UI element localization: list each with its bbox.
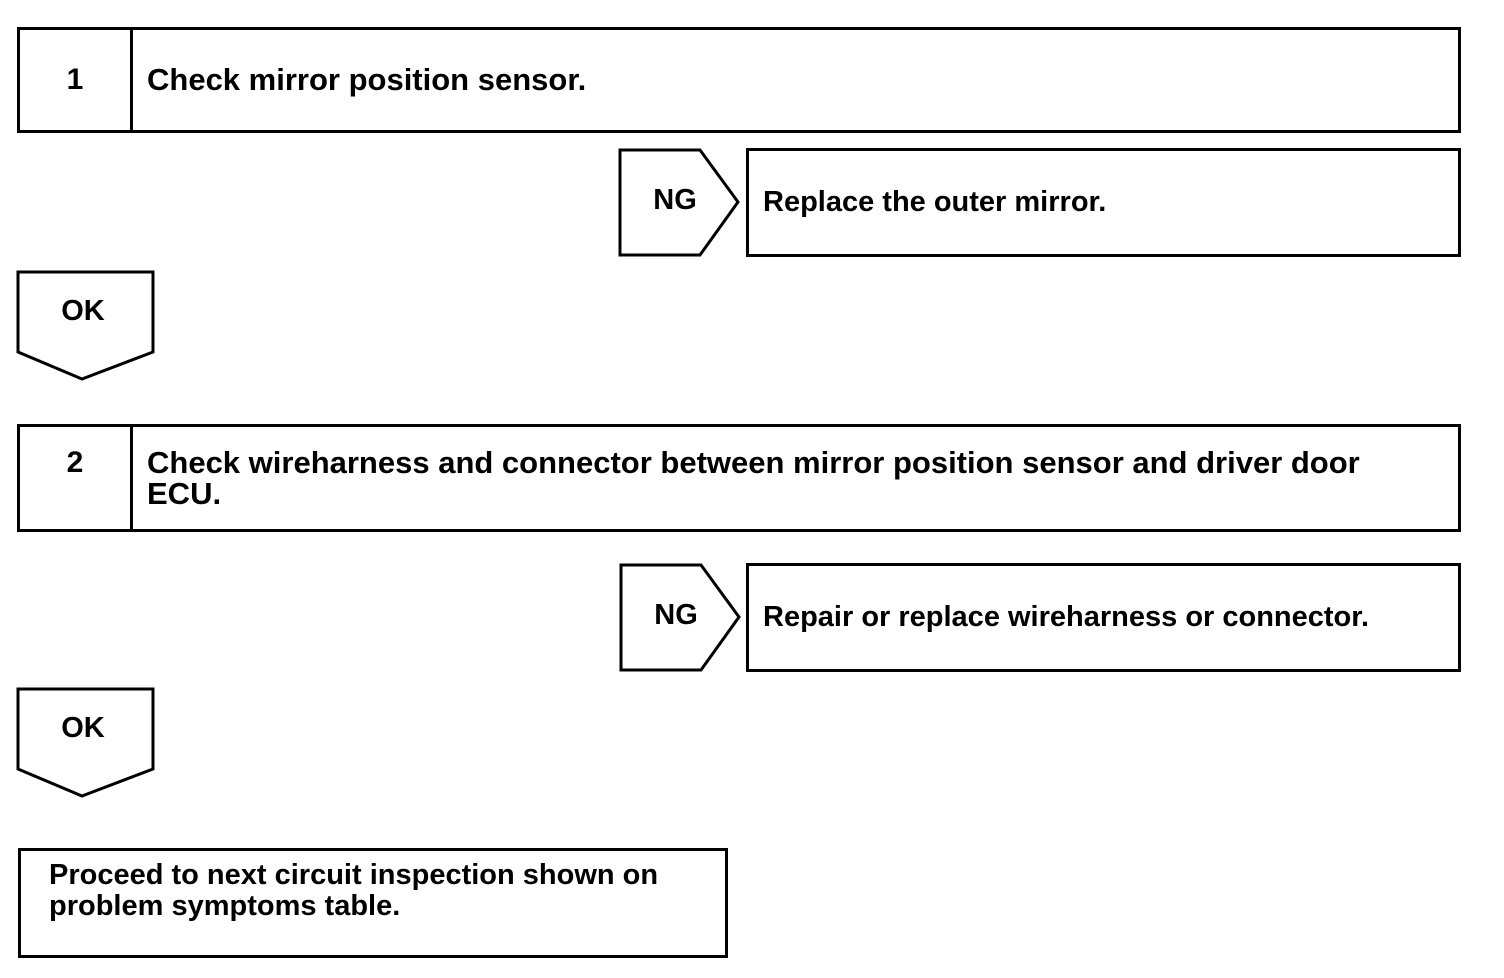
ok-1-label: OK (61, 295, 105, 327)
final-action-text: Proceed to next circuit inspection shown… (49, 859, 659, 922)
ok-2-arrow-shape (16, 687, 155, 798)
ng-1-label: NG (653, 184, 697, 216)
step-2-number: 2 (20, 427, 133, 529)
step-2-text: Check wireharness and connector between … (147, 445, 1360, 511)
step-1-text: Check mirror position sensor. (147, 62, 587, 97)
step-2-box: 2 Check wireharness and connector betwee… (17, 424, 1461, 532)
ng-2-action-text: Repair or replace wireharness or connect… (763, 601, 1370, 633)
step-1-box: 1 Check mirror position sensor. (17, 27, 1461, 133)
ok-2-label: OK (61, 712, 105, 744)
ng-1-action-text: Replace the outer mirror. (763, 186, 1107, 218)
final-action-box: Proceed to next circuit inspection shown… (18, 848, 728, 958)
ng-1-arrow-shape (618, 148, 740, 257)
ng-2-arrow-shape (619, 563, 741, 672)
ok-1-arrow-shape (16, 270, 155, 381)
ng-2-label: NG (654, 599, 698, 631)
ng-2-action-box: Repair or replace wireharness or connect… (746, 563, 1461, 672)
step-1-number: 1 (20, 30, 133, 130)
ng-1-action-box: Replace the outer mirror. (746, 148, 1461, 257)
